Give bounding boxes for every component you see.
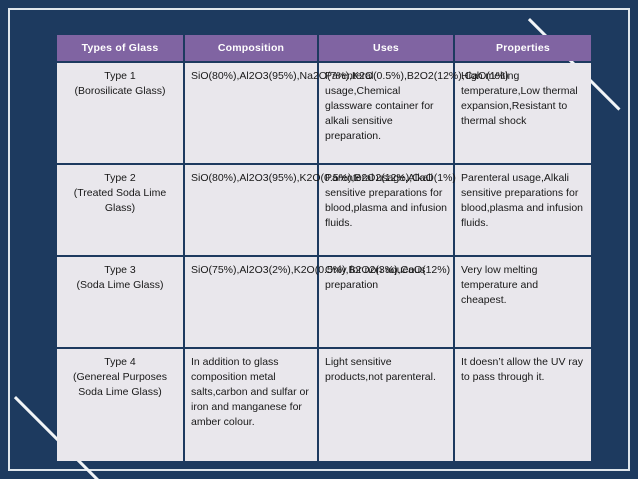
column-header-properties: Properties	[455, 35, 591, 61]
cell-properties: Very low melting temperature and cheapes…	[455, 257, 591, 347]
column-header-composition: Composition	[185, 35, 317, 61]
column-header-types-of-glass: Types of Glass	[57, 35, 183, 61]
cell-type: Type 1(Borosilicate Glass)	[57, 63, 183, 163]
cell-type: Type 2(Treated Soda Lime Glass)	[57, 165, 183, 255]
cell-composition: SiO(80%),Al2O3(95%),Na2O(7%),K2O(0.5%),B…	[185, 63, 508, 163]
cell-properties: High melting temperature,Low thermal exp…	[455, 63, 591, 163]
cell-type: Type 3(Soda Lime Glass)	[57, 257, 183, 347]
table-header-row: Types of Glass Composition Uses Properti…	[57, 35, 591, 61]
column-header-uses: Uses	[319, 35, 453, 61]
table-row: Type 4(Genereal Purposes Soda Lime Glass…	[57, 349, 591, 461]
glass-types-table-container: Types of Glass Composition Uses Properti…	[55, 33, 591, 463]
cell-properties: It doesn’t allow the UV ray to pass thro…	[455, 349, 591, 461]
cell-uses: Only for non aqueous preparation	[319, 257, 453, 347]
table-row: Type 1(Borosilicate Glass) SiO(80%),Al2O…	[57, 63, 591, 163]
cell-composition: SiO(75%),Al2O3(2%),K2O(0.5%),B2O2(3%),Ca…	[185, 257, 450, 347]
glass-types-table: Types of Glass Composition Uses Properti…	[55, 33, 593, 463]
cell-uses: Parenteral usage,Chemical glassware cont…	[319, 63, 453, 163]
table-row: Type 3(Soda Lime Glass) SiO(75%),Al2O3(2…	[57, 257, 591, 347]
cell-composition: In addition to glass composition metal s…	[185, 349, 317, 461]
cell-properties: Parenteral usage,Alkali sensitive prepar…	[455, 165, 591, 255]
cell-uses: Parenteral usage,Alkali sensitive prepar…	[319, 165, 453, 255]
cell-composition: SiO(80%),Al2O3(95%),K2O(0.5%),B2O2(12%),…	[185, 165, 456, 255]
cell-uses: Light sensitive products,not parenteral.	[319, 349, 453, 461]
table-row: Type 2(Treated Soda Lime Glass) SiO(80%)…	[57, 165, 591, 255]
cell-type: Type 4(Genereal Purposes Soda Lime Glass…	[57, 349, 183, 461]
